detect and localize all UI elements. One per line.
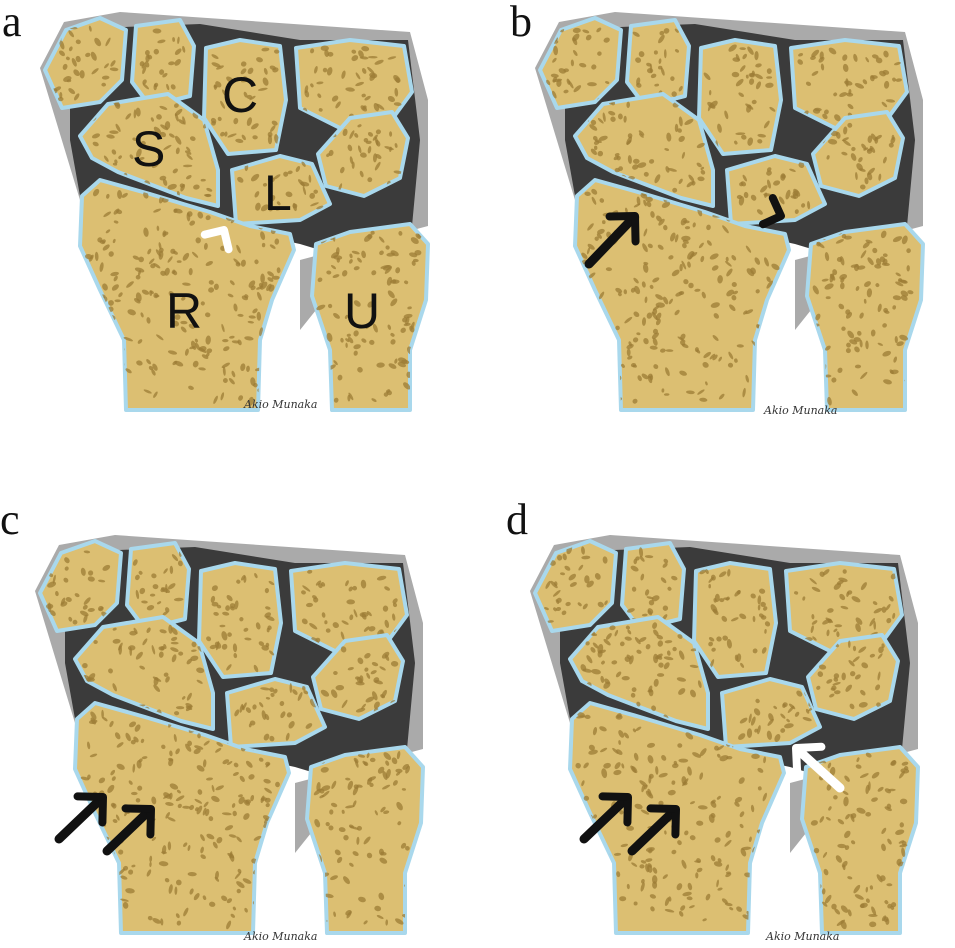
wrist-group: [530, 535, 920, 935]
capitate-label: C: [222, 67, 259, 123]
wrist-diagram: [535, 12, 925, 412]
arrow-marker-0: [584, 212, 640, 269]
trabecular-pattern: [316, 230, 422, 403]
ulna-bone: [800, 745, 920, 935]
artist-signature: Akio Munaka: [244, 930, 318, 943]
trapezoid-bone: [620, 541, 686, 631]
trabecular-pattern: [45, 550, 111, 625]
wrist-diagram: [40, 12, 430, 412]
panel-c: c Akio Munaka: [0, 478, 470, 948]
artist-signature: Akio Munaka: [764, 404, 838, 417]
arrow-marker-0: [54, 792, 107, 844]
arrow-marker-1: [627, 804, 680, 856]
arrow-marker-1: [102, 804, 155, 856]
trabecular-pattern: [812, 230, 918, 406]
trabecular-pattern: [809, 752, 910, 930]
wrist-diagram: [35, 535, 425, 935]
scaphoid-label: S: [132, 121, 166, 177]
wrist-group: [35, 535, 425, 935]
trabecular-pattern: [703, 44, 776, 150]
trabecular-pattern: [632, 28, 683, 97]
wrist-group: [535, 12, 925, 412]
trabecular-pattern: [52, 25, 119, 102]
arrowhead-marker-0: [200, 226, 233, 254]
panel-letter: c: [0, 495, 20, 544]
panel-letter: a: [2, 0, 22, 46]
panel-b: b Akio Munaka: [485, 0, 955, 470]
scaphoid-bone: [568, 615, 710, 731]
trabecular-pattern: [132, 551, 184, 621]
panel-letter: d: [506, 495, 528, 544]
arrowhead-marker-1: [758, 193, 785, 229]
trabecular-pattern: [736, 161, 818, 215]
artist-signature: Akio Munaka: [766, 930, 840, 943]
trabecular-pattern: [210, 47, 280, 145]
radius-bone: [78, 178, 296, 412]
trabecular-pattern: [234, 683, 317, 742]
artist-signature: Akio Munaka: [244, 398, 318, 411]
trabecular-pattern: [302, 45, 402, 120]
wrist-diagram: [530, 535, 920, 935]
arrow-marker-2: [792, 742, 845, 793]
triquetrum-bone: [806, 633, 900, 721]
scaphoid-bone: [573, 92, 715, 208]
trabecular-pattern: [326, 117, 403, 192]
trabecular-pattern: [206, 572, 275, 673]
radius-label: R: [166, 283, 203, 339]
scaphoid-bone: [73, 615, 215, 731]
trabecular-pattern: [542, 544, 608, 623]
panel-a: a S C L R U Akio Munaka: [0, 0, 470, 470]
trapezoid-bone: [625, 18, 691, 108]
lunate-label: L: [264, 165, 292, 221]
wrist-group: [40, 12, 430, 412]
arrow-marker-0: [579, 792, 632, 844]
trabecular-pattern: [139, 28, 186, 91]
ulna-label: U: [344, 283, 381, 339]
panel-d: d Akio Munaka: [485, 478, 955, 948]
capitate-bone: [697, 38, 783, 156]
trabecular-pattern: [822, 122, 896, 190]
panel-letter: b: [510, 0, 532, 46]
